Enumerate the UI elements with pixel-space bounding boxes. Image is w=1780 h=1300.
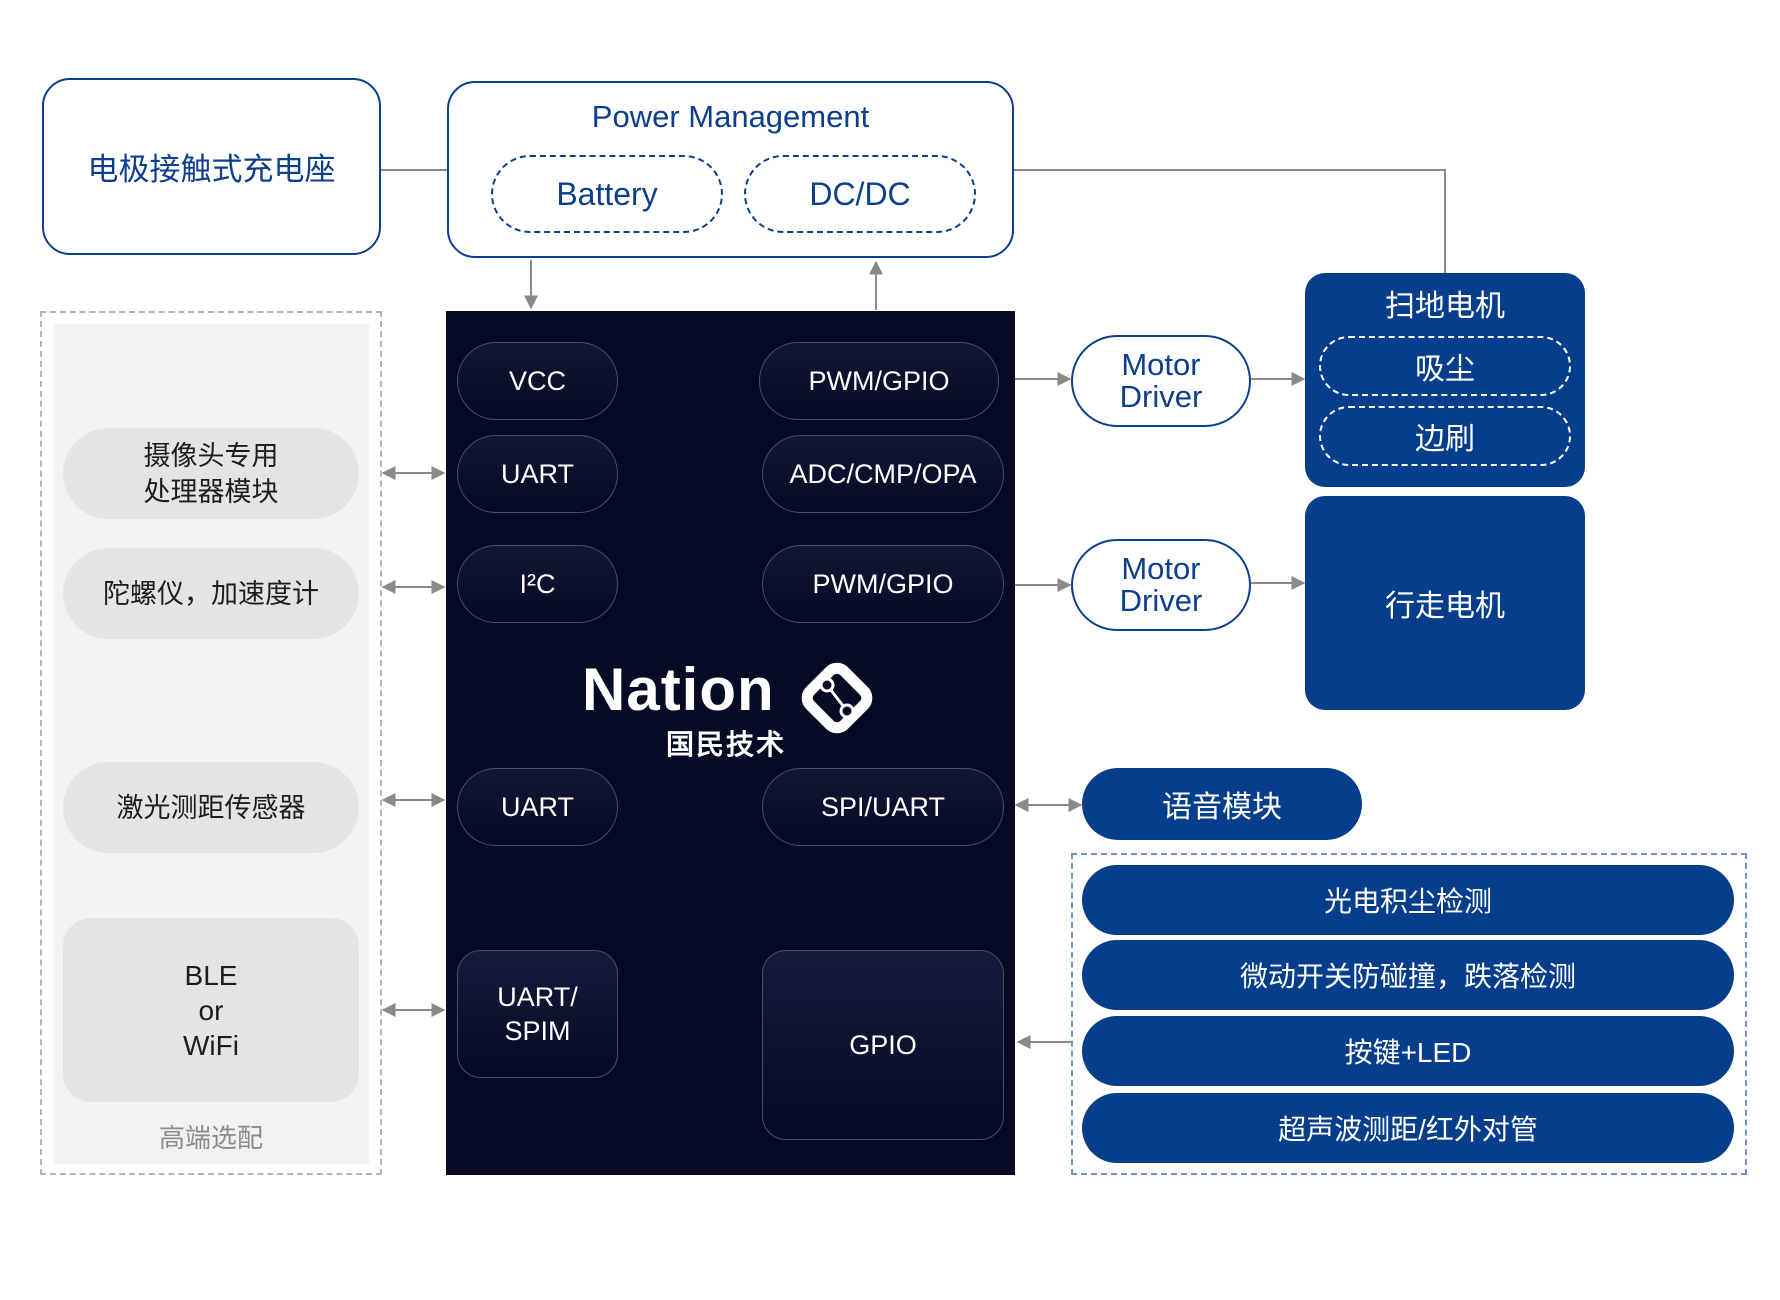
sensor-dust-detect: 光电积尘检测 — [1082, 865, 1734, 935]
port-uart-1: UART — [457, 435, 618, 513]
sensor-keys-led: 按键+LED — [1082, 1016, 1734, 1086]
sweep-motor-title: 扫地电机 — [1385, 290, 1505, 323]
charging-dock-label: 电极接触式充电座 — [87, 152, 336, 187]
sensor-ultrasonic-ir: 超声波测距/红外对管 — [1082, 1093, 1734, 1163]
port-gpio: GPIO — [762, 950, 1004, 1140]
side-brush-pill: 边刷 — [1319, 406, 1571, 466]
gyro-label: 陀螺仪，加速度计 — [103, 578, 319, 609]
voice-module-pill: 语音模块 — [1082, 768, 1362, 840]
ble-wifi-box: BLE or WiFi — [63, 918, 359, 1102]
sweep-motor-block: 扫地电机 吸尘 边刷 — [1305, 273, 1585, 487]
power-management-box: Power Management Battery DC/DC — [447, 81, 1014, 258]
port-i2c: I²C — [457, 545, 618, 623]
dcdc-pill: DC/DC — [744, 155, 976, 233]
port-uart-spim: UART/ SPIM — [457, 950, 618, 1078]
power-management-title: Power Management — [591, 99, 870, 134]
sensor-collision-cliff: 微动开关防碰撞，跌落检测 — [1082, 940, 1734, 1010]
port-adc-cmp-opa: ADC/CMP/OPA — [762, 435, 1004, 513]
sensor-group — [1071, 853, 1747, 1175]
motor-driver-2: Motor Driver — [1071, 539, 1251, 631]
camera-module-label: 摄像头专用 处理器模块 — [143, 440, 279, 507]
nation-wordmark-cn: 国民技术 — [666, 729, 787, 760]
nation-wordmark: Nation — [582, 656, 775, 723]
nation-logo: Nation 国民技术 — [580, 655, 880, 760]
port-spi-uart: SPI/UART — [762, 768, 1004, 846]
charging-dock-box: 电极接触式充电座 — [42, 78, 381, 255]
ble-wifi-label: BLE or WiFi — [183, 959, 239, 1061]
suction-pill: 吸尘 — [1319, 336, 1571, 396]
motor-driver-1: Motor Driver — [1071, 335, 1251, 427]
battery-pill: Battery — [491, 155, 723, 233]
port-vcc: VCC — [457, 342, 618, 420]
power-to-sweep-motor-line — [1013, 169, 1446, 273]
walk-motor-block: 行走电机 — [1305, 496, 1585, 710]
nation-logo-icon — [801, 662, 873, 734]
port-uart-2: UART — [457, 768, 618, 846]
port-pwm-gpio-2: PWM/GPIO — [762, 545, 1004, 623]
camera-module-pill: 摄像头专用 处理器模块 — [63, 428, 359, 519]
gyro-pill: 陀螺仪，加速度计 — [63, 548, 359, 639]
battery-label: Battery — [556, 175, 658, 212]
dcdc-label: DC/DC — [809, 175, 911, 212]
laser-sensor-pill: 激光测距传感器 — [63, 762, 359, 853]
port-pwm-gpio-1: PWM/GPIO — [759, 342, 999, 420]
optional-caption: 高端选配 — [158, 1122, 263, 1153]
laser-sensor-label: 激光测距传感器 — [116, 792, 306, 823]
